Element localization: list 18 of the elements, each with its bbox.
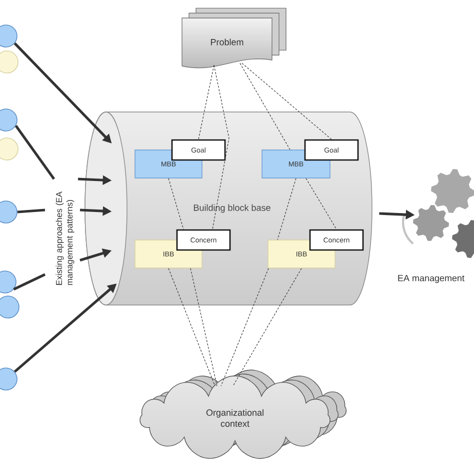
dashed-line [277, 178, 296, 240]
document-stack: Problem [182, 8, 286, 68]
dashed-line [232, 268, 302, 386]
dashed-line [220, 268, 269, 386]
dashed-line [168, 268, 216, 386]
connector-line [17, 208, 46, 214]
gears-drawing [402, 169, 474, 258]
caption-text: EA management [398, 274, 464, 284]
dashed-line [212, 64, 230, 230]
dashed-line [306, 178, 337, 230]
connector-line [14, 124, 56, 180]
dashed-line [242, 62, 332, 140]
dashed-line [240, 62, 290, 150]
rotated-label: Existing approaches (EA management patterns) [56, 192, 74, 285]
dashed-line [198, 64, 214, 140]
dashed-line [168, 178, 184, 230]
connector-line [13, 273, 46, 290]
dashed-line [190, 268, 218, 386]
